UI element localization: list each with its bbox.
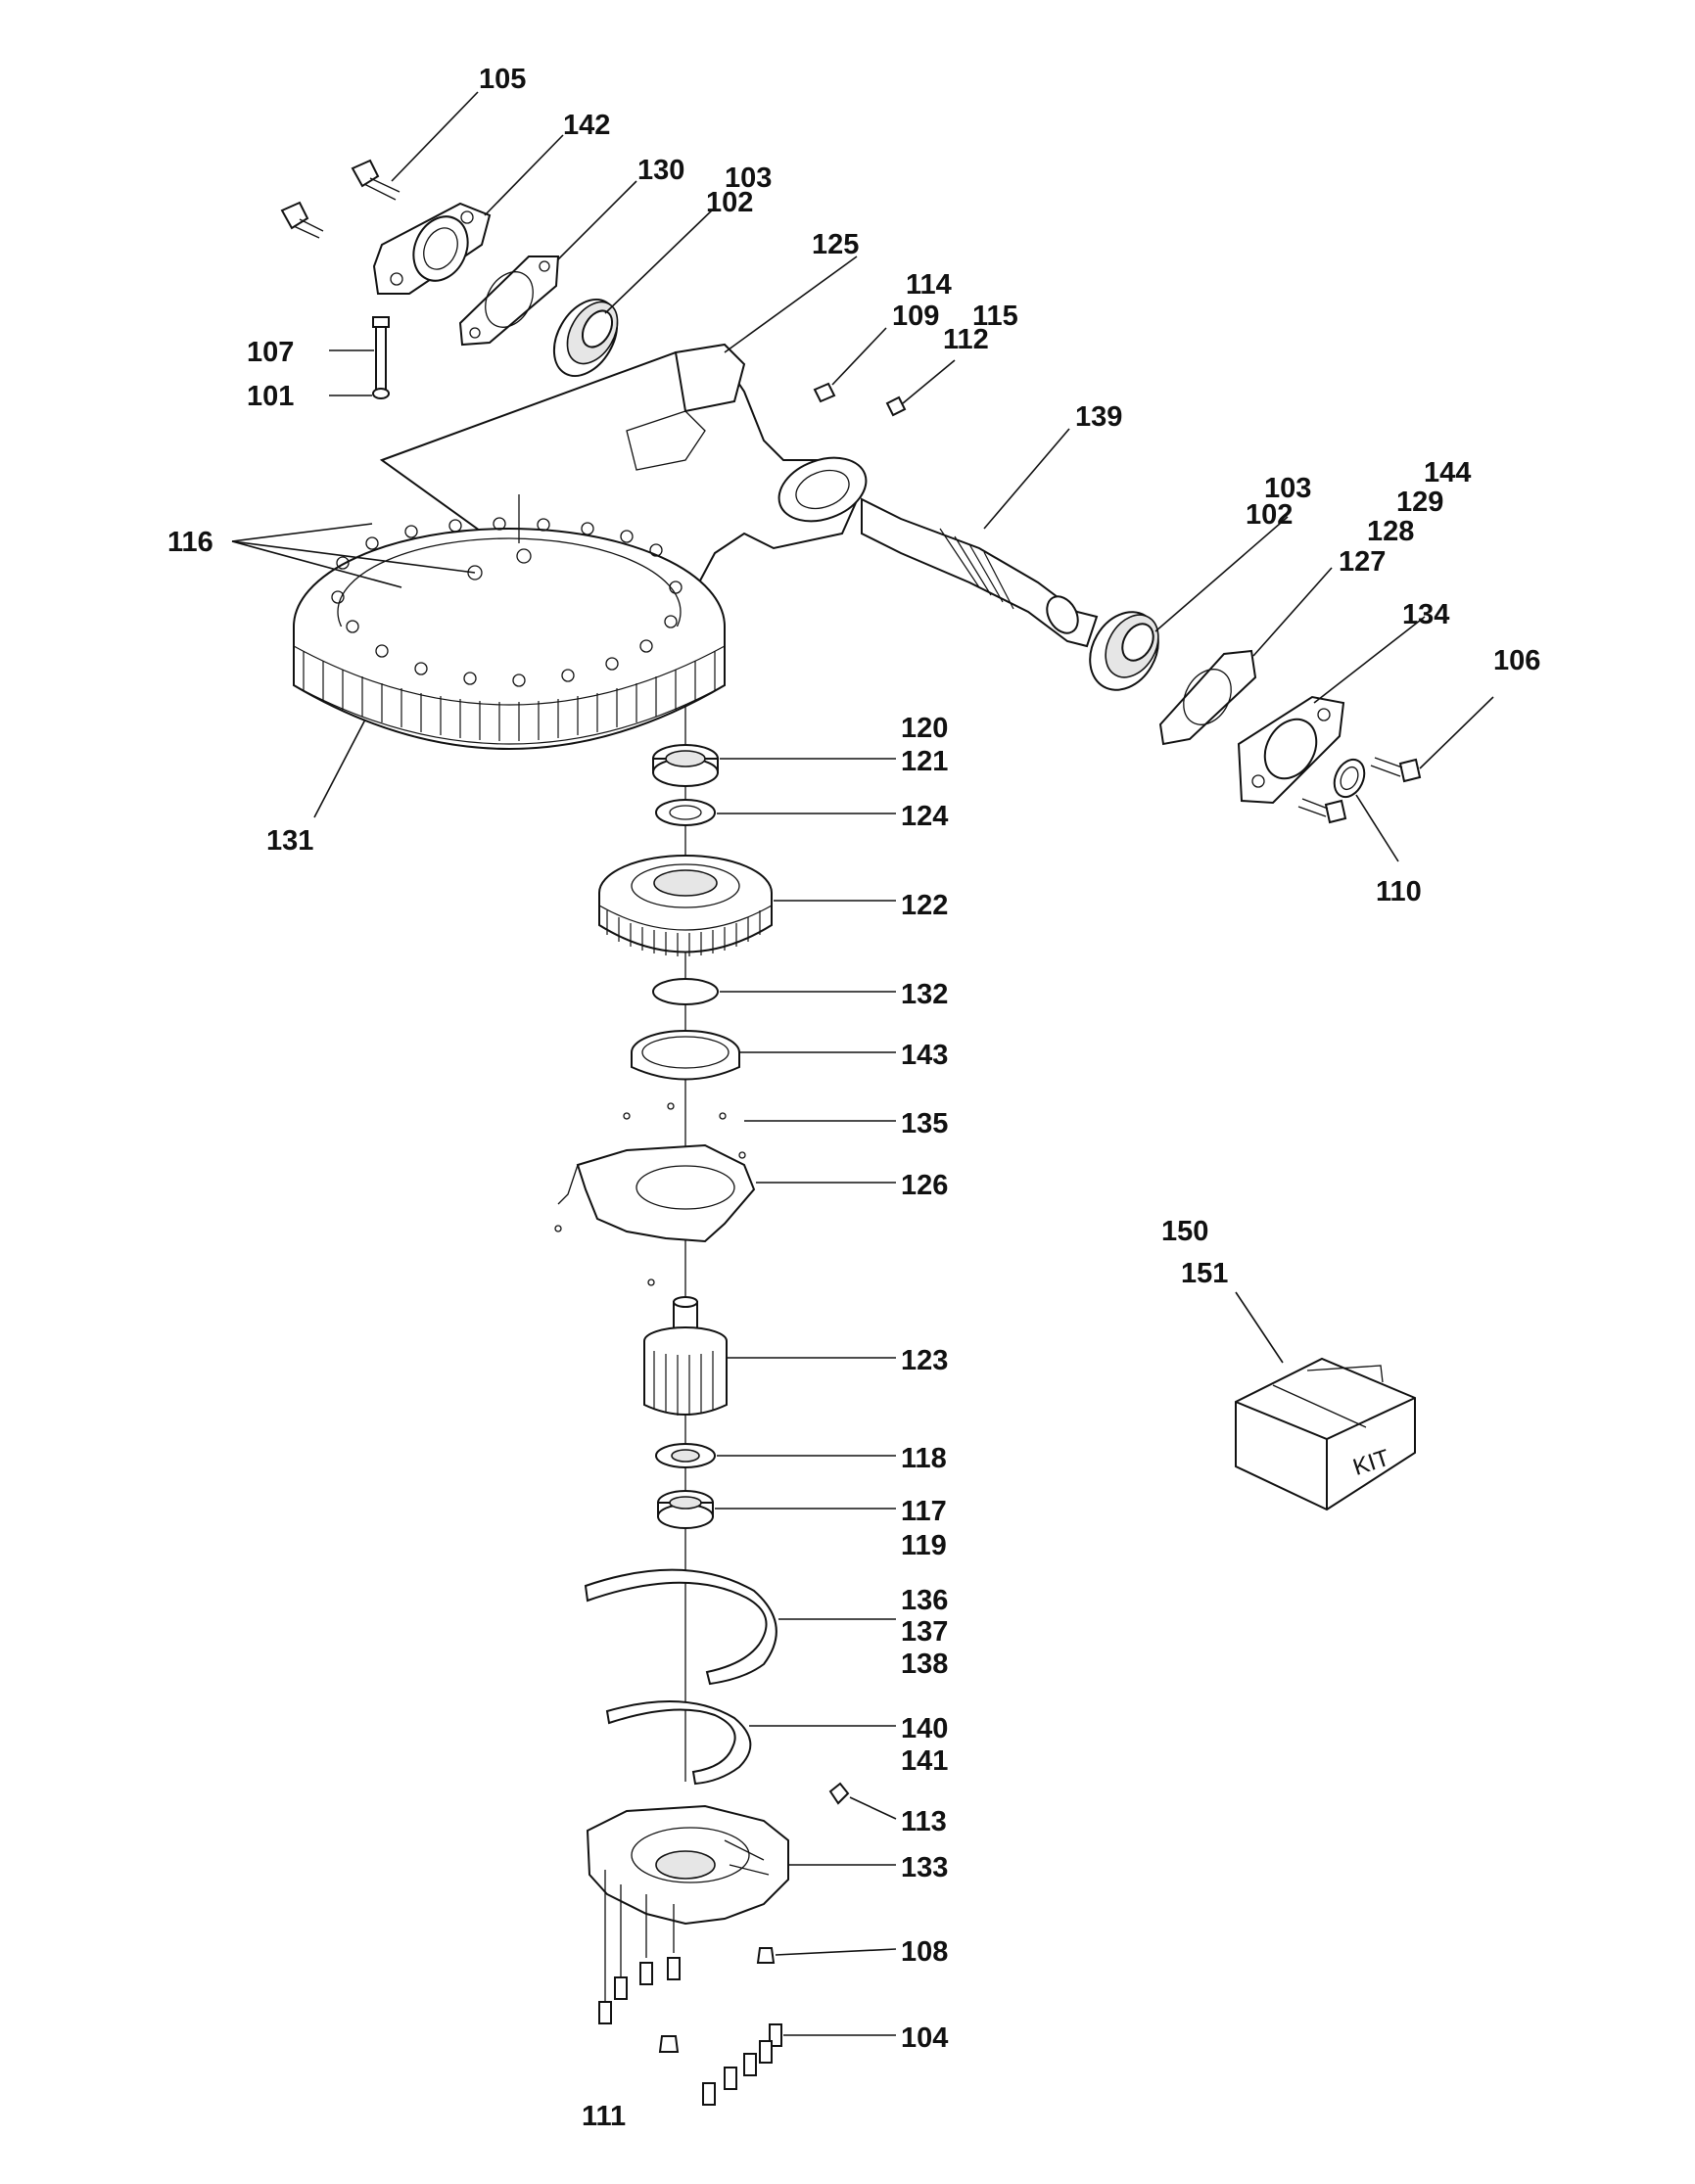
seal-143 — [631, 1030, 740, 1081]
callout-122: 122 — [901, 890, 948, 921]
callout-136: 136 — [901, 1585, 948, 1616]
bearing-117-119 — [657, 1490, 714, 1529]
callout-120: 120 — [901, 713, 948, 744]
bolt-106 — [1297, 757, 1422, 824]
plug-111 — [658, 2035, 680, 2053]
callout-128: 128 — [1367, 516, 1414, 547]
callout-137: 137 — [901, 1616, 948, 1648]
lower-housing-133 — [586, 1804, 789, 1926]
callout-126: 126 — [901, 1170, 948, 1201]
callout-114: 114 — [906, 269, 952, 301]
callout-129: 129 — [1396, 487, 1443, 518]
callout-111: 111 — [582, 2101, 626, 2132]
callout-123: 123 — [901, 1345, 948, 1376]
pinion-gear-123 — [643, 1296, 728, 1416]
bearing-102-103-lower — [1089, 611, 1159, 691]
callout-105: 105 — [479, 64, 526, 95]
plug-108 — [756, 1947, 776, 1964]
callout-101: 101 — [247, 381, 294, 412]
callout-103-upper: 103 — [725, 163, 772, 194]
callout-124: 124 — [901, 801, 948, 832]
gear-122 — [598, 855, 773, 956]
callout-142: 142 — [563, 110, 610, 141]
callout-119: 119 — [901, 1530, 947, 1561]
bolt-105 — [280, 159, 400, 239]
gasket-130 — [458, 256, 560, 347]
callout-109: 109 — [892, 301, 939, 332]
callout-102-upper: 102 — [706, 187, 753, 218]
callout-131: 131 — [266, 825, 313, 857]
flange-cap-142 — [372, 202, 492, 295]
pinion-shaft-139 — [861, 497, 1099, 648]
callout-125: 125 — [812, 229, 859, 260]
callout-138: 138 — [901, 1649, 948, 1680]
callout-108: 108 — [901, 1936, 948, 1968]
flange-cap-134 — [1237, 695, 1345, 805]
screws-135 — [554, 1102, 746, 1286]
callout-115: 115 — [972, 301, 1018, 332]
callout-133: 133 — [901, 1852, 948, 1883]
callout-127: 127 — [1339, 546, 1386, 578]
leader-lines — [231, 91, 1494, 2036]
callout-103-lower: 103 — [1264, 473, 1311, 504]
callout-151: 151 — [1181, 1258, 1228, 1289]
retaining-ring-110 — [1333, 758, 1366, 799]
washer-101 — [372, 388, 390, 399]
callout-132: 132 — [901, 979, 948, 1010]
plug-115-112 — [885, 395, 907, 417]
callout-104: 104 — [901, 2022, 948, 2054]
shim-136-137-138 — [584, 1568, 777, 1686]
bearing-120-121 — [652, 744, 719, 787]
callout-117: 117 — [901, 1496, 947, 1527]
callout-106: 106 — [1493, 645, 1540, 676]
callout-110: 110 — [1376, 876, 1422, 907]
callout-labels: 105 142 130 103 102 125 114 109 115 112 … — [167, 64, 1540, 2132]
callout-141: 141 — [901, 1745, 948, 1777]
callout-143: 143 — [901, 1040, 948, 1071]
washer-124 — [655, 799, 716, 826]
shim-140-141 — [605, 1700, 752, 1786]
callout-112: 112 — [943, 324, 989, 355]
callout-116: 116 — [167, 527, 213, 558]
callout-121: 121 — [901, 746, 948, 777]
kit-box-icon: KIT — [1235, 1357, 1416, 1511]
bearing-102-103-upper — [552, 299, 619, 377]
ring-gear-131 — [293, 494, 726, 750]
o-ring-132 — [652, 978, 719, 1005]
bolts-104 — [598, 1870, 782, 2106]
callout-140: 140 — [901, 1713, 948, 1744]
plug-114-109 — [813, 382, 836, 403]
washer-118 — [655, 1443, 716, 1468]
callout-118: 118 — [901, 1443, 947, 1474]
pin-107 — [372, 316, 390, 391]
fitting-113 — [828, 1782, 850, 1805]
callout-107: 107 — [247, 337, 294, 368]
callout-139: 139 — [1075, 401, 1122, 433]
callout-150: 150 — [1161, 1216, 1208, 1247]
plate-126 — [557, 1143, 756, 1243]
callout-113: 113 — [901, 1806, 947, 1837]
callout-135: 135 — [901, 1108, 948, 1139]
callout-102-lower: 102 — [1246, 499, 1293, 531]
callout-130: 130 — [637, 155, 684, 186]
callout-134: 134 — [1402, 599, 1449, 630]
callout-144: 144 — [1424, 457, 1471, 488]
gasket-127 — [1158, 649, 1257, 746]
